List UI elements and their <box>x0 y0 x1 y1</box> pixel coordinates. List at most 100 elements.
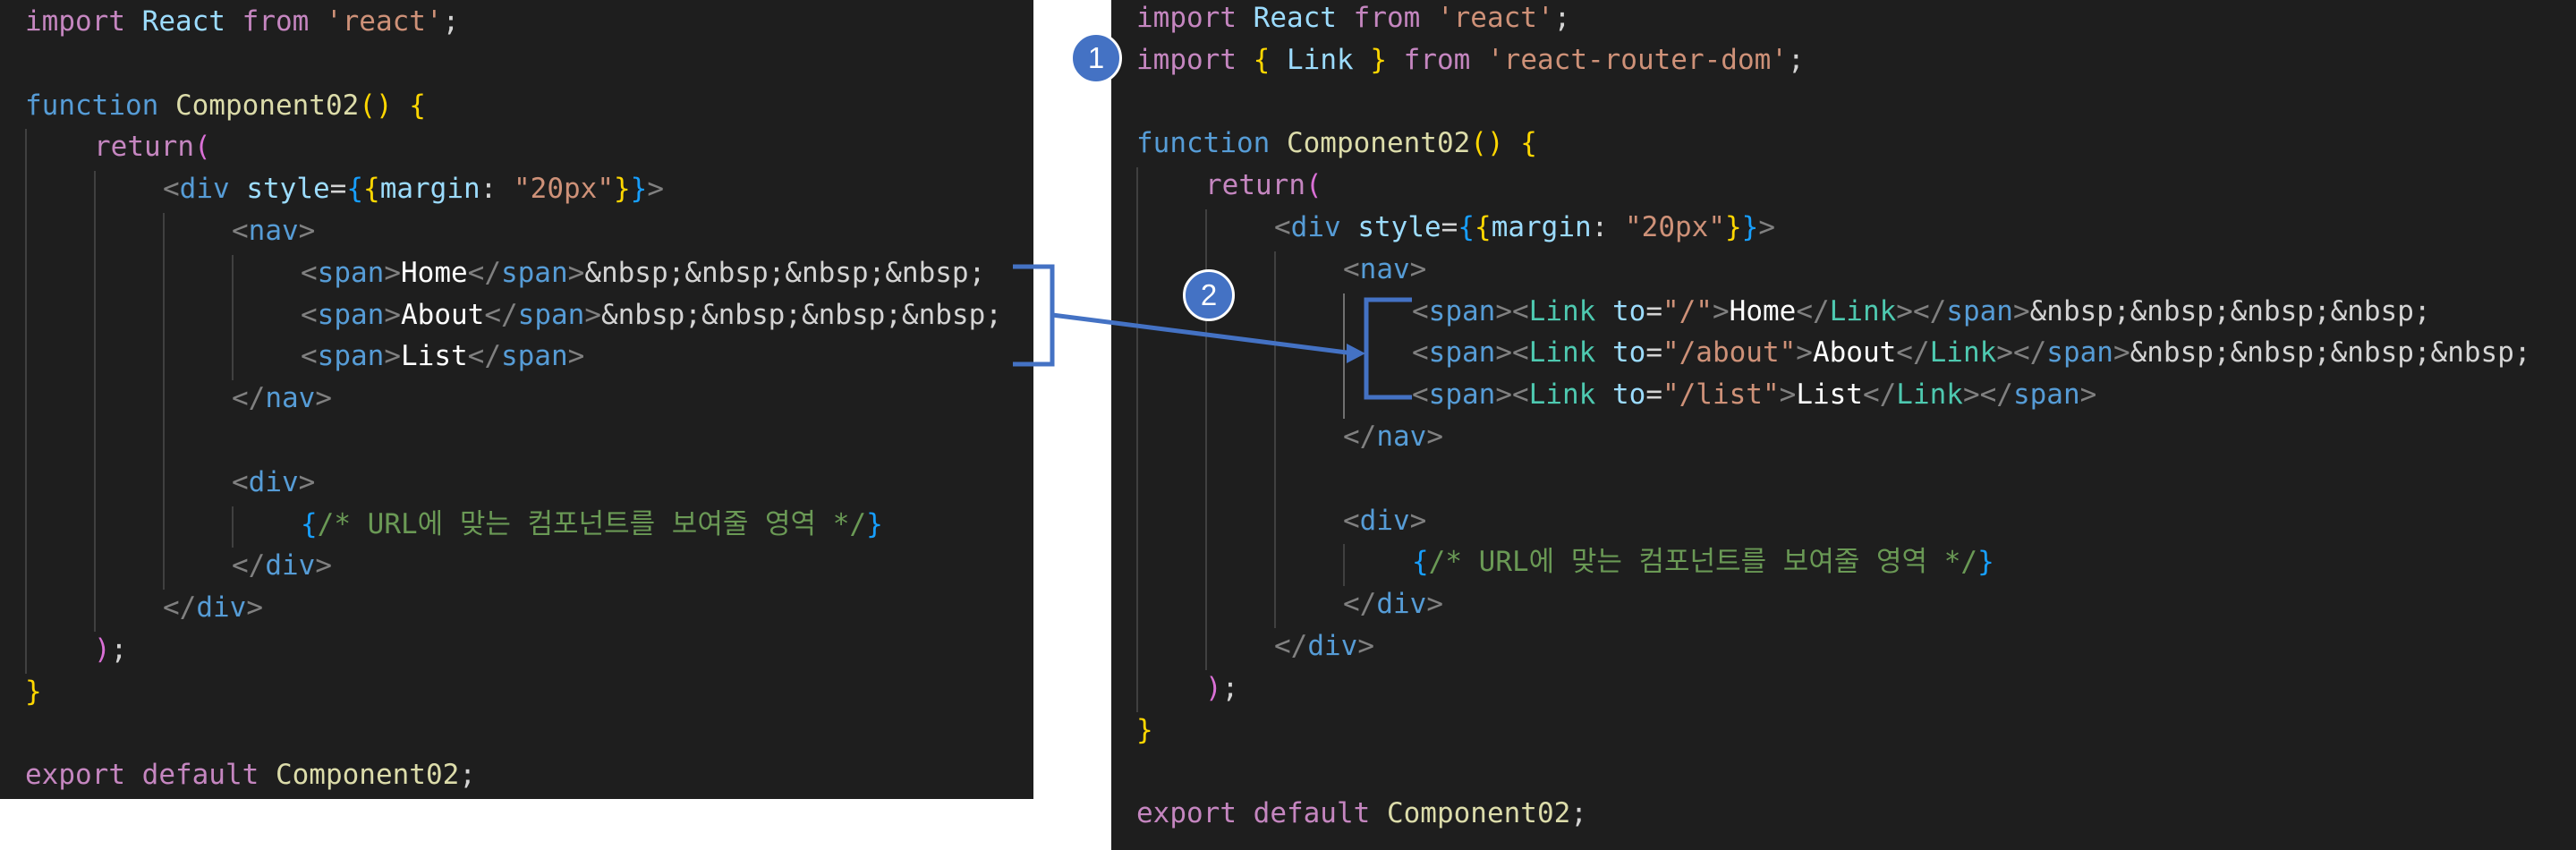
code-token: { <box>1475 211 1492 243</box>
code-token: &nbsp;&nbsp;&nbsp;&nbsp; <box>2130 336 2531 370</box>
code-token: > <box>567 256 585 289</box>
code-line[interactable]: <nav> <box>1343 251 1426 287</box>
code-line[interactable]: import React from 'react'; <box>25 4 459 39</box>
code-token: div <box>1359 504 1410 537</box>
code-token: </ <box>232 382 266 415</box>
code-line[interactable]: return( <box>94 129 211 165</box>
code-token: > <box>384 256 401 289</box>
code-token: > <box>1409 252 1427 285</box>
annotation-badge-2: 2 <box>1183 269 1235 321</box>
code-token <box>125 759 142 791</box>
code-token <box>158 89 175 122</box>
code-line[interactable]: <span><Link to="/about">About</Link></sp… <box>1412 335 2531 370</box>
code-line[interactable]: <div> <box>1343 503 1426 539</box>
code-line[interactable]: <nav> <box>232 213 315 249</box>
code-token: </ <box>484 298 518 331</box>
code-token <box>1237 44 1254 76</box>
code-line[interactable]: export default Component02; <box>1136 795 1587 831</box>
code-token: Link <box>1829 294 1897 327</box>
code-token: ; <box>1570 797 1587 830</box>
code-token: } <box>1370 43 1387 76</box>
code-token <box>125 5 142 38</box>
code-token: import <box>1136 2 1237 34</box>
code-line[interactable]: return( <box>1205 167 1322 203</box>
code-token: style <box>246 173 330 206</box>
code-token <box>1270 44 1287 76</box>
code-line[interactable]: } <box>25 674 42 710</box>
code-token <box>1595 336 1612 369</box>
code-line[interactable]: <span>List</span> <box>301 338 584 374</box>
code-line[interactable]: </nav> <box>1343 419 1443 455</box>
code-line[interactable]: <span>Home</span>&nbsp;&nbsp;&nbsp;&nbsp… <box>301 255 985 291</box>
code-line[interactable]: <span><Link to="/">Home</Link></span>&nb… <box>1412 293 2431 329</box>
code-token <box>1370 797 1387 829</box>
code-token <box>225 5 242 38</box>
code-token: > <box>647 173 664 206</box>
code-line[interactable]: ); <box>94 632 127 667</box>
code-line[interactable]: export default Component02; <box>25 757 476 793</box>
code-token: /* URL에 맞는 컴포넌트를 보여줄 영역 */ <box>1428 546 1978 579</box>
code-line[interactable]: import React from 'react'; <box>1136 0 1570 36</box>
code-line[interactable]: </div> <box>232 548 332 583</box>
code-line[interactable]: <div style={{margin: "20px"}}> <box>163 171 664 207</box>
indent-guide <box>1205 209 1207 670</box>
code-token: Link <box>1528 378 1596 412</box>
code-token: > <box>1426 588 1443 621</box>
code-token: } <box>1741 211 1759 243</box>
code-token: ></ <box>1962 378 2013 412</box>
code-line[interactable]: ); <box>1205 670 1238 706</box>
code-token: ( <box>193 131 211 164</box>
code-line[interactable]: {/* URL에 맞는 컴포넌트를 보여줄 영역 */} <box>1412 544 1994 580</box>
code-token: span <box>1428 294 1496 327</box>
code-token: </ <box>232 549 266 582</box>
code-token: < <box>1412 294 1429 327</box>
code-token: </ <box>1896 336 1930 370</box>
code-token: > <box>246 591 263 625</box>
code-line[interactable]: </div> <box>163 590 263 625</box>
indent-guide <box>94 171 96 632</box>
code-line[interactable]: {/* URL에 맞는 컴포넌트를 보여줄 영역 */} <box>301 506 883 542</box>
code-line[interactable]: import { Link } from 'react-router-dom'; <box>1136 42 1805 78</box>
code-token: div <box>248 465 299 498</box>
code-token: &nbsp;&nbsp;&nbsp;&nbsp; <box>2029 294 2431 327</box>
code-token: ; <box>459 759 476 792</box>
code-token: export <box>25 759 125 792</box>
code-token <box>1341 211 1358 243</box>
code-token: : <box>480 173 514 206</box>
code-line[interactable]: <div style={{margin: "20px"}}> <box>1274 209 1775 245</box>
code-token: from <box>1403 43 1471 76</box>
code-token: </ <box>1343 421 1377 453</box>
code-line[interactable]: function Component02() { <box>25 88 426 123</box>
code-line[interactable]: } <box>1136 712 1153 748</box>
code-token: return <box>1205 169 1305 202</box>
code-token <box>1504 127 1521 159</box>
code-token <box>1595 378 1612 411</box>
code-line[interactable]: function Component02() { <box>1136 125 1537 161</box>
code-line[interactable]: <div> <box>232 464 315 500</box>
code-token: 'react' <box>1436 2 1554 34</box>
code-token: < <box>232 465 249 498</box>
code-token: > <box>384 340 401 373</box>
code-token: import <box>25 5 125 38</box>
code-token: { <box>1458 211 1475 243</box>
code-token: React <box>1253 2 1337 34</box>
code-token: Link <box>1528 336 1596 370</box>
code-token: </ <box>1862 378 1897 412</box>
code-token: ; <box>110 633 128 666</box>
code-line[interactable]: <span>About</span>&nbsp;&nbsp;&nbsp;&nbs… <box>301 297 1002 333</box>
code-token: default <box>141 759 259 792</box>
code-line[interactable]: </nav> <box>232 380 332 416</box>
code-line[interactable]: </div> <box>1343 586 1443 622</box>
code-token: { <box>409 89 426 122</box>
annotation-badge-1: 1 <box>1070 32 1122 84</box>
code-token: } <box>1977 546 1994 579</box>
code-token: "/" <box>1662 294 1713 327</box>
code-token: } <box>1136 713 1153 746</box>
code-line[interactable]: </div> <box>1274 628 1374 664</box>
code-token: margin <box>1491 211 1592 243</box>
code-token: div <box>196 591 247 625</box>
code-token: ; <box>442 5 460 38</box>
indent-guide <box>1136 167 1138 712</box>
code-token: } <box>25 675 42 708</box>
code-line[interactable]: <span><Link to="/list">List</Link></span… <box>1412 377 2096 412</box>
